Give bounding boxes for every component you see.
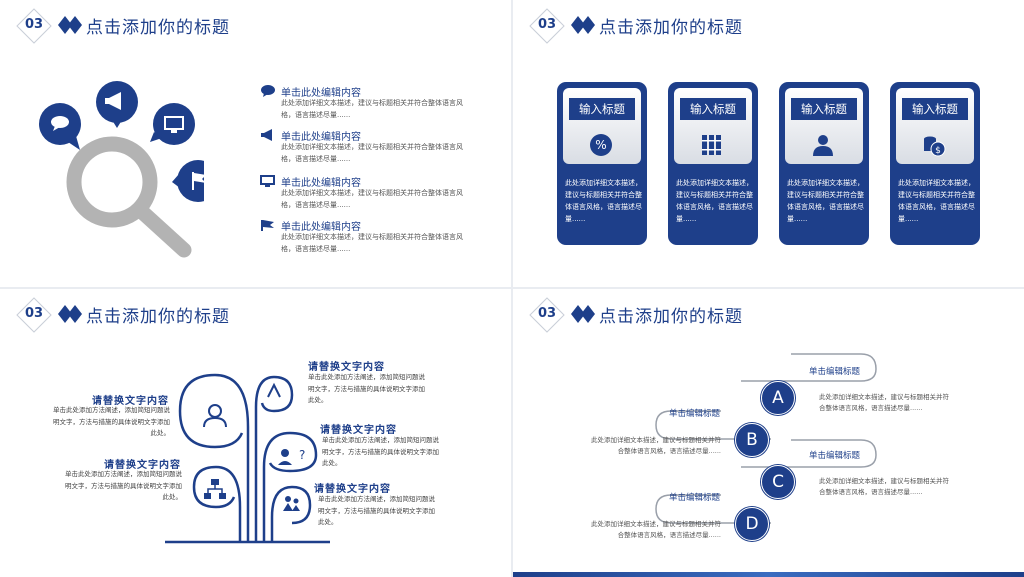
section-badge: 03 <box>16 297 52 333</box>
section-badge: 03 <box>529 297 565 333</box>
team-icon <box>203 404 227 428</box>
double-diamond-icon <box>571 16 595 34</box>
section-number: 03 <box>24 306 44 321</box>
tree-diagram: ? <box>165 373 330 544</box>
bubble-chat-icon <box>39 103 81 150</box>
handshake-icon <box>267 382 281 398</box>
question-person-icon: ? <box>278 448 305 465</box>
feature-card-3[interactable]: 输入标题 此处添加详细文本描述，建议与标题相关并符合整体语言风格，语言描述尽量.… <box>779 82 869 245</box>
percent-icon: % <box>590 134 612 156</box>
item-description[interactable]: 此处添加详细文本描述，建议与标题相关并符合整体语言风格，语言描述尽量...... <box>281 189 463 209</box>
step-letter: C <box>761 465 795 499</box>
coins-icon: $ <box>924 136 946 157</box>
block-desc-right-1[interactable]: 单击此处添加方法阐述，添加简短问题说明文字，方法与措施的具体说明文字添加此处。 <box>308 373 425 404</box>
slide-1[interactable]: 03 点击添加你的标题 单击此处编辑内容 此处添加详细文本描述，建议与标题相关并… <box>0 0 511 287</box>
slide-title[interactable]: 点击添加你的标题 <box>599 307 743 327</box>
item-description[interactable]: 此处添加详细文本描述，建议与标题相关并符合整体语言风格，语言描述尽量...... <box>281 99 463 119</box>
step-a-desc[interactable]: 此处添加详细文本描述，建议与标题相关并符合整体语言风格，语言描述尽量...... <box>819 393 949 412</box>
bubble-megaphone-icon <box>96 81 138 128</box>
section-badge: 03 <box>529 8 565 44</box>
slide-4[interactable]: 03 点击添加你的标题 单击编辑标题 A 此处添加详细文本描述，建议与标题相关并… <box>513 289 1024 577</box>
svg-text:?: ? <box>299 448 305 462</box>
flag-icon <box>261 220 274 231</box>
block-desc-right-3[interactable]: 单击此处添加方法阐述，添加简短问题说明文字，方法与措施的具体说明文字添加此处。 <box>318 495 435 526</box>
step-c-label[interactable]: 单击编辑标题 <box>809 451 861 461</box>
card-icon-box: 输入标题 % <box>563 88 641 164</box>
block-desc-left-1[interactable]: 单击此处添加方法阐述，添加简短问题说明文字，方法与措施的具体说明文字添加此处。 <box>53 406 170 437</box>
bubble-monitor-icon <box>150 103 195 145</box>
monitor-icon <box>260 175 275 187</box>
svg-text:$: $ <box>935 146 941 156</box>
hierarchy-icon <box>204 479 226 499</box>
megaphone-icon <box>261 129 272 141</box>
slide-header: 03 点击添加你的标题 <box>16 297 316 333</box>
svg-text:%: % <box>595 138 606 152</box>
slide-2[interactable]: 03 点击添加你的标题 输入标题 % 此处添加详细文本描述，建议与标题相关并符合… <box>513 0 1024 287</box>
double-diamond-icon <box>571 305 595 323</box>
slide-title[interactable]: 点击添加你的标题 <box>86 18 230 38</box>
block-heading-left-1[interactable]: 请替换文字内容 <box>92 396 169 407</box>
item-description[interactable]: 此处添加详细文本描述，建议与标题相关并符合整体语言风格，语言描述尽量...... <box>281 233 463 253</box>
speech-bubble-icon <box>261 85 275 97</box>
step-b-desc[interactable]: 此处添加详细文本描述，建议与标题相关并符合整体语言风格，语言描述尽量...... <box>591 436 721 455</box>
person-icon <box>813 135 833 156</box>
block-heading-right-3[interactable]: 请替换文字内容 <box>314 484 391 495</box>
block-heading-right-2[interactable]: 请替换文字内容 <box>320 425 397 436</box>
magnifier-icon <box>66 136 158 228</box>
item-heading[interactable]: 单击此处编辑内容 <box>281 88 361 99</box>
card-label[interactable]: 输入标题 <box>791 98 857 120</box>
bubble-flag-icon <box>172 160 204 202</box>
double-diamond-icon <box>58 305 82 323</box>
slide-title[interactable]: 点击添加你的标题 <box>86 307 230 327</box>
slide-title[interactable]: 点击添加你的标题 <box>599 18 743 38</box>
step-d-circle[interactable]: D <box>734 506 770 542</box>
next-slide-strip <box>513 572 1024 577</box>
step-b-circle[interactable]: B <box>734 422 770 458</box>
step-d-label[interactable]: 单击编辑标题 <box>669 493 721 503</box>
card-description[interactable]: 此处添加详细文本描述，建议与标题相关并符合整体语言风格，语言描述尽量...... <box>787 179 864 223</box>
step-letter: A <box>761 381 795 415</box>
card-icon-box: 输入标题 <box>674 88 752 164</box>
slide-header: 03 点击添加你的标题 <box>16 8 316 44</box>
card-label[interactable]: 输入标题 <box>902 98 968 120</box>
books-icon <box>702 135 721 155</box>
card-icon-box: 输入标题 <box>785 88 863 164</box>
item-heading[interactable]: 单击此处编辑内容 <box>281 222 361 233</box>
step-connectors <box>655 353 877 524</box>
feature-card-4[interactable]: 输入标题 $ 此处添加详细文本描述，建议与标题相关并符合整体语言风格，语言描述尽… <box>890 82 980 245</box>
step-b-label[interactable]: 单击编辑标题 <box>669 409 721 419</box>
section-number: 03 <box>537 17 557 32</box>
block-desc-right-2[interactable]: 单击此处添加方法阐述，添加简短问题说明文字，方法与措施的具体说明文字添加此处。 <box>322 436 439 467</box>
section-badge: 03 <box>16 8 52 44</box>
card-description[interactable]: 此处添加详细文本描述，建议与标题相关并符合整体语言风格，语言描述尽量...... <box>676 179 753 223</box>
section-number: 03 <box>537 306 557 321</box>
feature-card-1[interactable]: 输入标题 % 此处添加详细文本描述，建议与标题相关并符合整体语言风格，语言描述尽… <box>557 82 647 245</box>
double-diamond-icon <box>58 16 82 34</box>
step-a-label[interactable]: 单击编辑标题 <box>809 367 861 377</box>
item-heading[interactable]: 单击此处编辑内容 <box>281 178 361 189</box>
slide-header: 03 点击添加你的标题 <box>529 297 829 333</box>
step-d-desc[interactable]: 此处添加详细文本描述，建议与标题相关并符合整体语言风格，语言描述尽量...... <box>591 520 721 539</box>
block-heading-left-2[interactable]: 请替换文字内容 <box>104 460 181 471</box>
step-a-circle[interactable]: A <box>760 380 796 416</box>
item-heading[interactable]: 单击此处编辑内容 <box>281 132 361 143</box>
step-letter: D <box>735 507 769 541</box>
card-label[interactable]: 输入标题 <box>569 98 635 120</box>
section-number: 03 <box>24 17 44 32</box>
card-label[interactable]: 输入标题 <box>680 98 746 120</box>
slide-3[interactable]: 03 点击添加你的标题 ? 请替换文字内容 单击此处添加方法阐述，添加简短问题说… <box>0 289 511 577</box>
card-icon-box: 输入标题 $ <box>896 88 974 164</box>
feature-card-2[interactable]: 输入标题 此处添加详细文本描述，建议与标题相关并符合整体语言风格，语言描述尽量.… <box>668 82 758 245</box>
magnifier-illustration <box>39 81 204 258</box>
step-letter: B <box>735 423 769 457</box>
block-desc-left-2[interactable]: 单击此处添加方法阐述，添加简短问题说明文字，方法与措施的具体说明文字添加此处。 <box>65 470 182 501</box>
card-description[interactable]: 此处添加详细文本描述，建议与标题相关并符合整体语言风格，语言描述尽量...... <box>565 179 642 223</box>
item-description[interactable]: 此处添加详细文本描述，建议与标题相关并符合整体语言风格，语言描述尽量...... <box>281 143 463 163</box>
block-heading-right-1[interactable]: 请替换文字内容 <box>308 362 385 373</box>
step-c-desc[interactable]: 此处添加详细文本描述，建议与标题相关并符合整体语言风格，语言描述尽量...... <box>819 477 949 496</box>
family-icon <box>283 496 300 511</box>
step-c-circle[interactable]: C <box>760 464 796 500</box>
slide-header: 03 点击添加你的标题 <box>529 8 829 44</box>
card-description[interactable]: 此处添加详细文本描述，建议与标题相关并符合整体语言风格，语言描述尽量...... <box>898 179 975 223</box>
